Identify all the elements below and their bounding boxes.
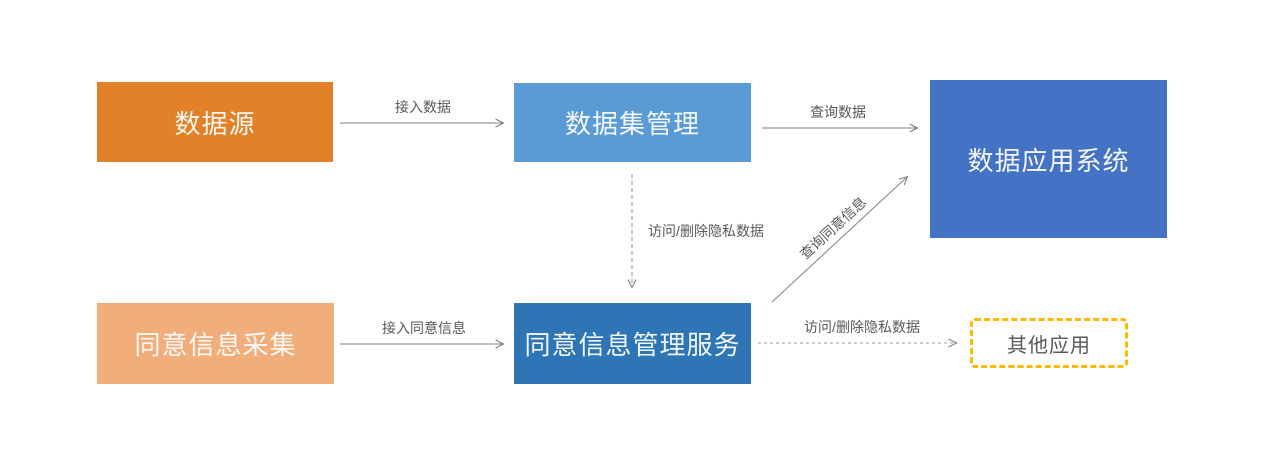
edge-label-access-delete-private-data-right: 访问/删除隐私数据	[804, 319, 920, 335]
edge-label-access-data: 接入数据	[395, 99, 451, 115]
node-consent-collection-label: 同意信息采集	[134, 330, 297, 360]
node-other-applications: 其他应用	[970, 318, 1128, 368]
node-data-application-system: 数据应用系统	[930, 80, 1167, 238]
node-consent-collection: 同意信息采集	[97, 303, 334, 384]
node-other-applications-label: 其他应用	[1007, 334, 1091, 357]
edge-label-access-delete-private-data-down: 访问/删除隐私数据	[648, 223, 764, 239]
edge-label-query-data: 查询数据	[810, 104, 866, 120]
node-dataset-management-label: 数据集管理	[564, 109, 700, 139]
edge-line-query-consent-info	[771, 177, 907, 303]
node-consent-management-service: 同意信息管理服务	[514, 303, 751, 384]
node-consent-management-service-label: 同意信息管理服务	[524, 330, 741, 360]
edge-label-access-consent-info: 接入同意信息	[382, 320, 466, 336]
node-dataset-management: 数据集管理	[514, 83, 751, 162]
node-data-source: 数据源	[97, 82, 333, 162]
node-data-source-label: 数据源	[174, 108, 256, 139]
node-data-application-system-label: 数据应用系统	[967, 145, 1130, 176]
